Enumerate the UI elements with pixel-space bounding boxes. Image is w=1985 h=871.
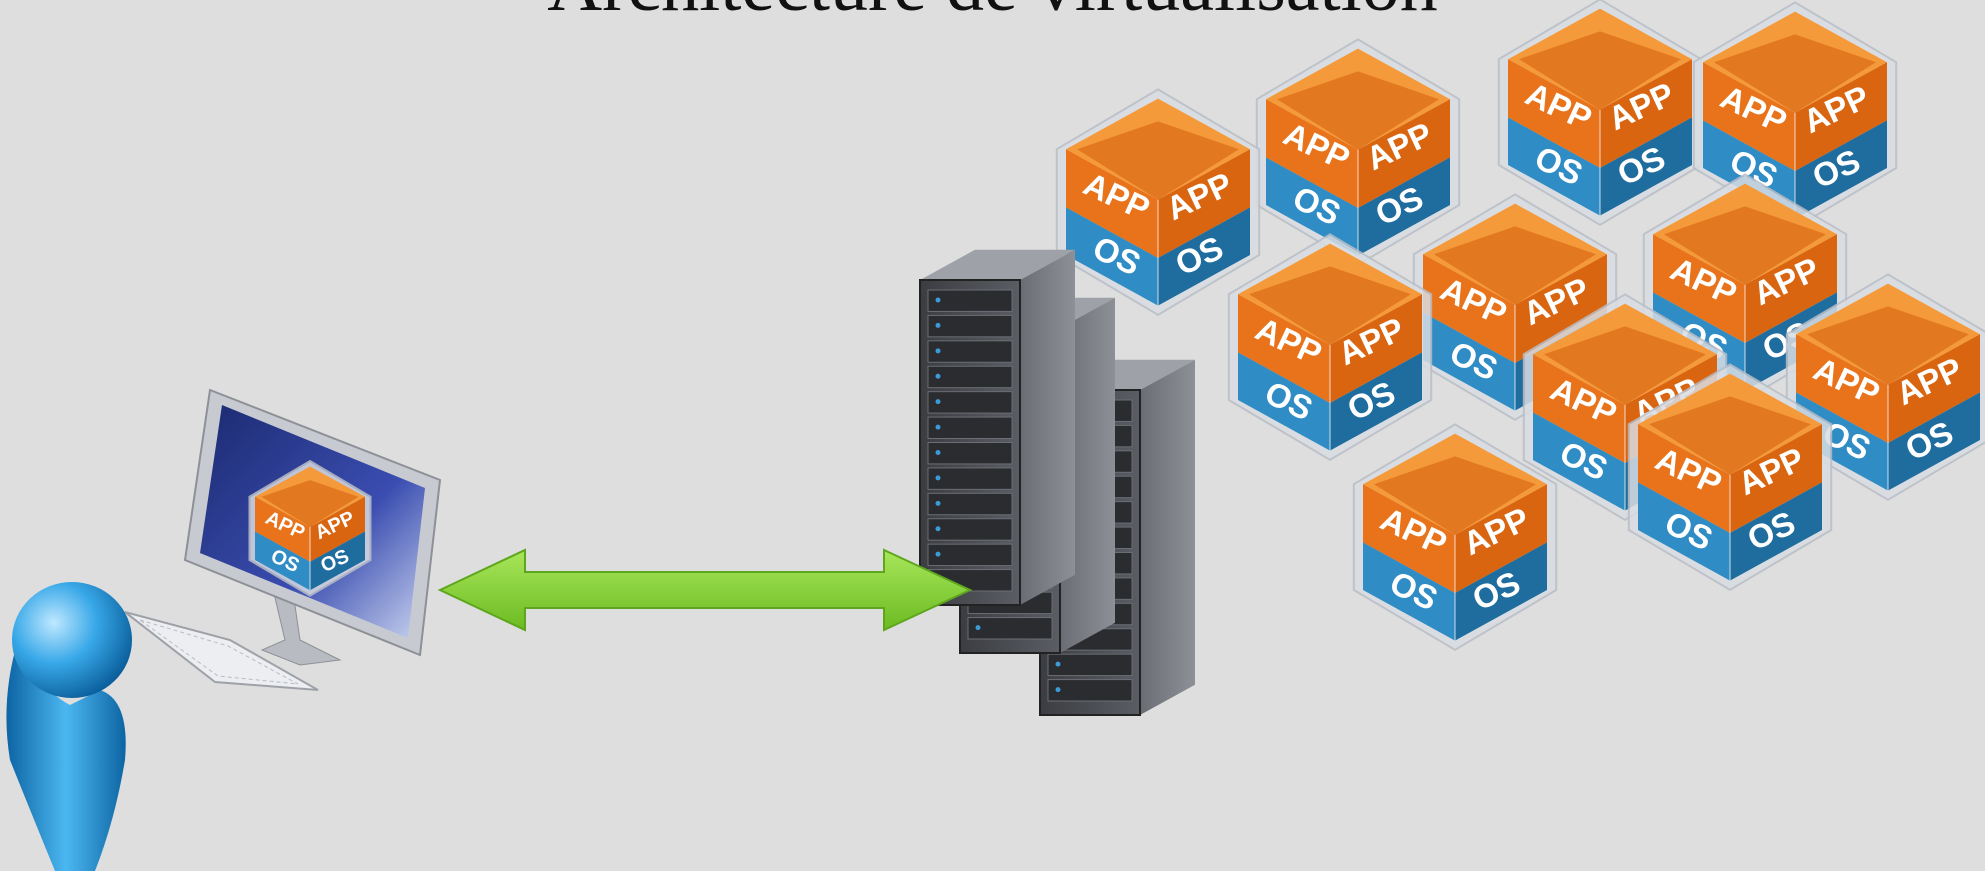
user-icon — [6, 582, 132, 871]
server-rack-icon — [919, 249, 1195, 716]
bidirectional-arrow-icon — [437, 548, 973, 632]
page-title: Architecture de virtualisation — [0, 0, 1985, 29]
